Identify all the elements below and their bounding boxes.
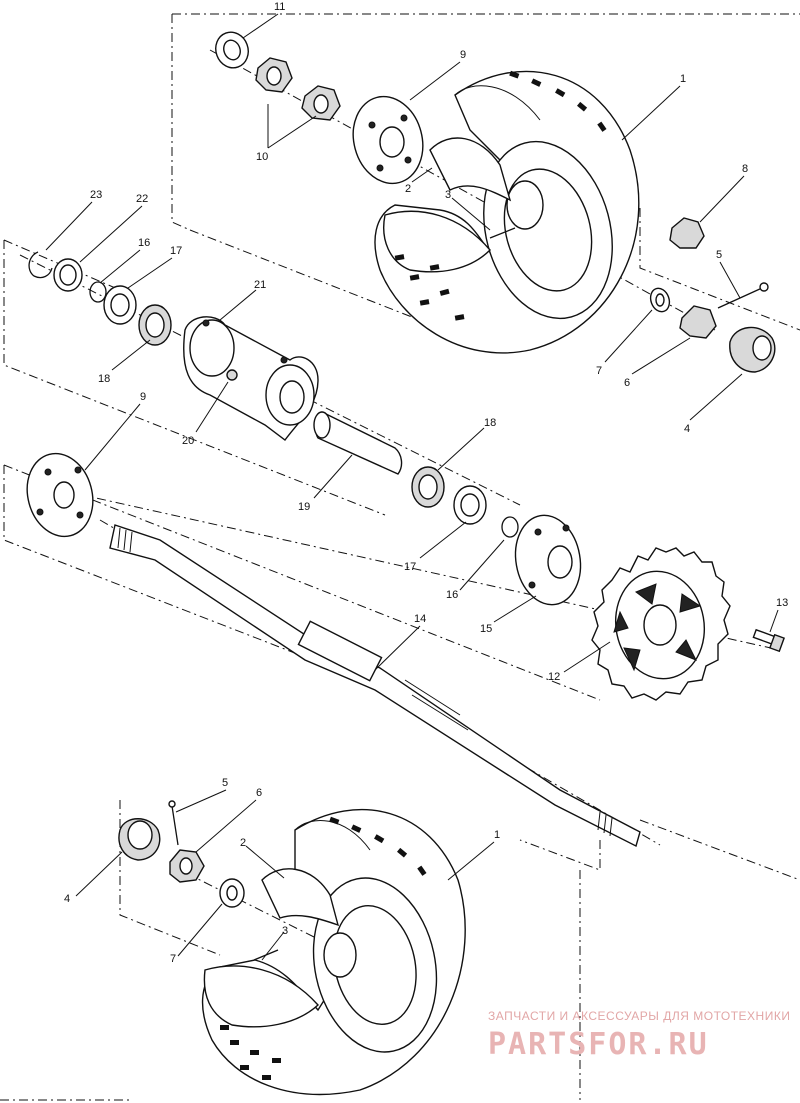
castle-nut-6-bottom: [169, 849, 205, 883]
castle-nut-10b: [301, 85, 341, 121]
callout-labels: 11 9 1 10 2 3 8 5 7 6 4 23 22 16 17 21 1…: [64, 1, 788, 965]
callout-17: 17: [404, 561, 416, 573]
callout-2: 2: [405, 183, 411, 195]
hub-cap-4-top: [729, 326, 776, 373]
washer-11: [215, 31, 249, 69]
callout-4: 4: [684, 423, 690, 435]
sprocket-hub-15: [514, 514, 582, 606]
tire-1-bottom: [201, 808, 466, 1096]
callout-11: 11: [274, 1, 285, 13]
watermark: ЗАПЧАСТИ И АКСЕССУАРЫ ДЛЯ МОТОТЕХНИКИ PA…: [488, 1009, 790, 1062]
watermark-tagline: ЗАПЧАСТИ И АКСЕССУАРЫ ДЛЯ МОТОТЕХНИКИ: [488, 1009, 790, 1023]
callout-17: 17: [170, 245, 182, 257]
callout-14: 14: [414, 613, 426, 625]
callout-23: 23: [90, 189, 102, 201]
callout-10: 10: [256, 151, 268, 163]
callout-1: 1: [680, 73, 686, 85]
bearing-18-upper: [138, 304, 172, 346]
o-ring-16-lower: [501, 516, 519, 538]
callout-7: 7: [170, 953, 176, 965]
callout-22: 22: [136, 193, 148, 205]
valve-stem-3-top: [489, 227, 516, 239]
callout-13: 13: [776, 597, 788, 609]
callout-16: 16: [138, 237, 150, 249]
callout-3: 3: [445, 189, 451, 201]
group-boundaries: [0, 13, 800, 1101]
callout-5: 5: [716, 249, 722, 261]
seal-22: [53, 258, 83, 292]
callout-2: 2: [240, 837, 246, 849]
castle-nut-6-top: [679, 305, 717, 339]
callout-6: 6: [624, 377, 630, 389]
cotter-pin-5-bottom: [168, 800, 179, 846]
washer-7-bottom: [219, 878, 245, 908]
spacer-17-upper: [103, 285, 137, 325]
snap-ring-23: [28, 251, 53, 279]
callout-6: 6: [256, 787, 262, 799]
wheel-hub-9-mid: [26, 452, 94, 538]
callout-16: 16: [446, 589, 458, 601]
callout-18: 18: [484, 417, 496, 429]
top-wheel-assembly: [215, 31, 776, 373]
callout-12: 12: [548, 671, 560, 683]
grease-fitting-20: [226, 369, 238, 381]
tire-1-top: [374, 70, 640, 354]
callout-8: 8: [742, 163, 748, 175]
bearing-18-lower: [411, 466, 445, 508]
axle-housing-assembly: [28, 251, 519, 538]
callout-3: 3: [282, 925, 288, 937]
callout-18: 18: [98, 373, 110, 385]
callout-21: 21: [254, 279, 266, 291]
callout-9: 9: [460, 49, 466, 61]
cotter-pin-5-top: [717, 282, 769, 309]
callout-4: 4: [64, 893, 70, 905]
sprocket-12: [591, 547, 731, 701]
o-ring-16-upper: [89, 281, 107, 303]
leader-lines: [45, 13, 779, 961]
callout-9: 9: [140, 391, 146, 403]
axle-and-sprocket: [26, 452, 785, 848]
axle-housing-21: [183, 316, 319, 441]
bottom-wheel-assembly: [118, 800, 466, 1096]
callout-7: 7: [596, 365, 602, 377]
callout-15: 15: [480, 623, 492, 635]
spacer-tube-19: [313, 411, 403, 475]
callout-1: 1: [494, 829, 500, 841]
callout-20: 20: [182, 435, 194, 447]
hub-cap-4-bottom: [118, 818, 161, 861]
washer-7-top: [649, 287, 671, 313]
callout-5: 5: [222, 777, 228, 789]
watermark-logo: PARTSFOR.RU: [488, 1027, 709, 1062]
spacer-17-lower: [453, 485, 487, 525]
wheel-hub-9-top: [352, 95, 424, 185]
rear-axle-14: [109, 524, 641, 848]
lug-nut-8: [669, 217, 705, 249]
bolt-13: [752, 628, 785, 653]
castle-nut-10a: [255, 57, 293, 93]
callout-19: 19: [298, 501, 310, 513]
